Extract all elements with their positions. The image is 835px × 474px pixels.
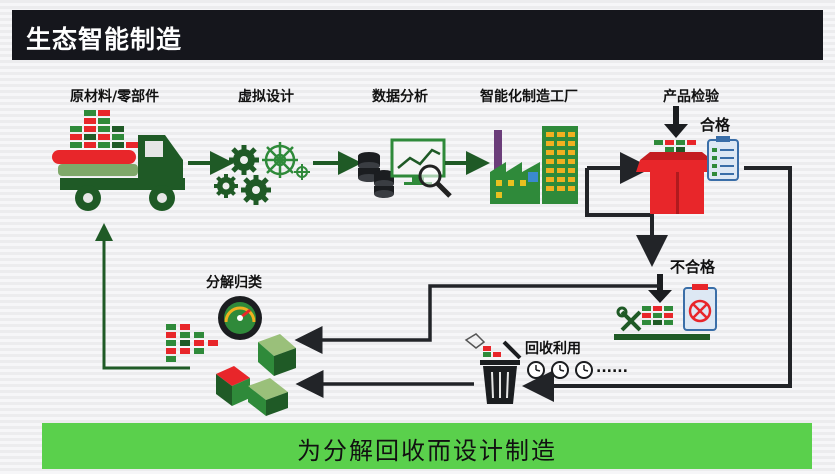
gears-icon [214,142,310,205]
box-icon [636,106,716,214]
footer-text: 为分解回收而设计制造 [297,437,557,465]
label-pass: 合格 [700,116,731,134]
arrow-factory-to-fail [585,168,668,267]
footer-banner: 为分解回收而设计制造 [42,423,812,469]
arrow-disassembly-to-materials [95,223,190,370]
label-fail: 不合格 [670,258,716,276]
label-disassembly: 分解归类 [206,275,262,291]
trash-can-icon [464,333,522,404]
truck-icon [52,110,185,211]
label-data-analysis: 数据分析 [372,89,428,105]
checklist-icon [707,136,739,181]
speedometer-icon [218,296,262,340]
cubes-icon [216,334,296,416]
reject-box [614,274,710,340]
arrow-pass-to-recycle [522,166,792,402]
analytics-icon [358,138,452,198]
label-recycle: 回收利用 [525,341,581,357]
page-title: 生态智能制造 [26,25,183,54]
factory-icon [490,126,578,204]
title-bar: 生态智能制造 [12,10,823,60]
label-virtual-design: 虚拟设计 [238,89,294,105]
clock-icon [527,361,593,379]
label-smart-factory: 智能化制造工厂 [480,89,578,105]
label-materials: 原材料/零部件 [70,89,160,105]
sorted-parts [166,324,218,362]
label-dots: ...... [596,360,628,376]
wrench-icon [616,306,642,332]
label-inspection: 产品检验 [663,89,719,105]
arrow-fail-to-disassembly [294,284,660,354]
reject-clipboard-icon [683,284,717,331]
